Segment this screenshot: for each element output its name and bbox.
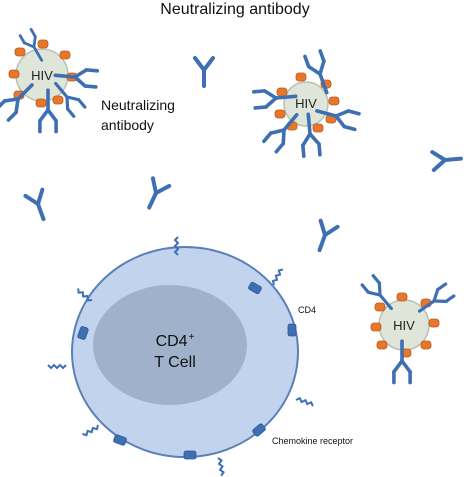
t-cell-label: CD4+	[130, 332, 220, 351]
t-cell-label-plus: +	[188, 332, 195, 343]
neutralizing-antibody-label-line2: antibody	[101, 117, 154, 133]
cd4-receptor	[270, 266, 284, 286]
t-cell-label-line2: T Cell	[154, 354, 196, 371]
antibody	[430, 147, 464, 173]
cd4-receptor	[217, 456, 226, 477]
antibody	[23, 187, 54, 225]
chemokine-receptor	[183, 450, 197, 460]
antibody	[193, 56, 215, 88]
hiv-label: HIV	[31, 68, 53, 83]
chemokine-receptor	[287, 323, 297, 337]
cd4-receptor	[81, 424, 101, 438]
antibody	[139, 176, 172, 214]
t-cell	[71, 246, 299, 458]
cd4-receptor	[295, 396, 315, 408]
hiv-label: HIV	[295, 96, 317, 111]
neutralizing-antibody-label: Neutralizing	[101, 97, 175, 113]
page-title: Neutralizing antibody	[160, 1, 310, 18]
hiv-label: HIV	[393, 318, 415, 333]
cd4-label: CD4	[298, 305, 317, 315]
t-cell-label-cd4: CD4	[155, 333, 188, 350]
chemokine-receptor-label: Chemokine receptor	[272, 436, 354, 446]
hiv-virion	[251, 49, 361, 159]
antibody	[309, 218, 340, 256]
hiv-virion	[0, 27, 100, 134]
hiv-virion	[360, 274, 456, 385]
cd4-receptor	[47, 364, 67, 369]
